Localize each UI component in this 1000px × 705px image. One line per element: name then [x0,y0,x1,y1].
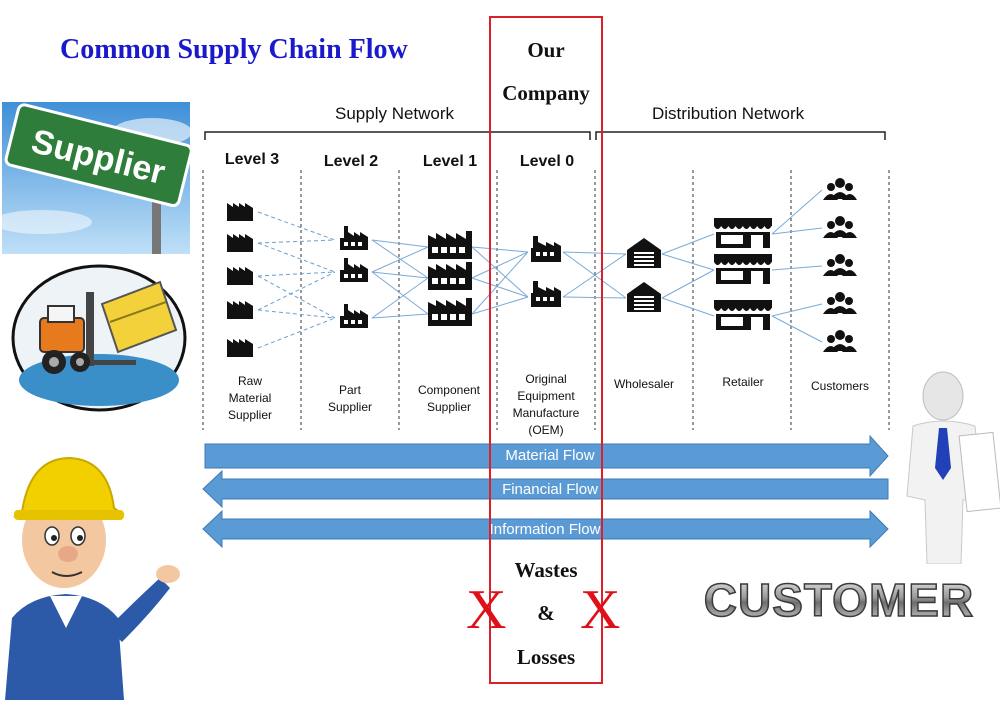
level-3-header: Level 3 [224,151,280,168]
retailer-label: Retailer [722,375,764,389]
distribution-network-brace [595,131,886,140]
businessman-image [903,368,1000,565]
customer-logo-text: CUSTOMER [703,573,974,627]
financial-flow-label: Financial Flow [502,481,598,498]
our-company-box [489,16,603,684]
links-retailer-to-customers [771,189,823,343]
forklift-image [10,262,188,414]
customers-label: Customers [810,379,869,393]
right-x-mark: X [580,579,621,641]
page-title: Common Supply Chain Flow [60,34,408,65]
level-0-header: Level 0 [519,153,575,170]
financial-flow-arrow [202,469,889,509]
links-oem-to-wholesaler [562,251,627,299]
material-flow-arrow [204,434,889,478]
distribution-network-label: Distribution Network [652,104,805,123]
links-part-to-component [371,239,429,319]
network-braces [204,131,886,140]
left-x-mark: X [466,579,507,641]
worker-cartoon-image [0,428,180,700]
level-1-header: Level 1 [422,153,478,170]
supplier-sign-image: Supplier [2,102,190,254]
column-dividers [202,170,890,430]
level-2-header: Level 2 [323,153,379,170]
worker-icon [5,456,180,700]
wholesaler-label: Wholesaler [613,377,675,391]
dashed-links-raw-to-part [257,211,336,349]
material-flow-label: Material Flow [505,447,595,464]
company-label: Company [502,81,590,105]
losses-label: Losses [516,645,576,669]
customer-text: CUSTOMER [704,574,974,626]
person-icon [906,371,1000,565]
supply-network-graphic [202,170,890,430]
ampersand-label: & [537,601,555,625]
flow-arrows [202,434,889,549]
links-component-to-oem [471,246,529,315]
supply-network-brace [204,131,591,140]
supply-network-label: Supply Network [335,104,455,123]
our-label: Our [527,38,565,62]
information-flow-label: Information Flow [489,521,601,538]
forklift-icon [39,280,178,374]
wastes-label: Wastes [514,558,578,582]
links-wholesaler-to-retailer [661,233,715,317]
information-flow-arrow [202,509,889,549]
